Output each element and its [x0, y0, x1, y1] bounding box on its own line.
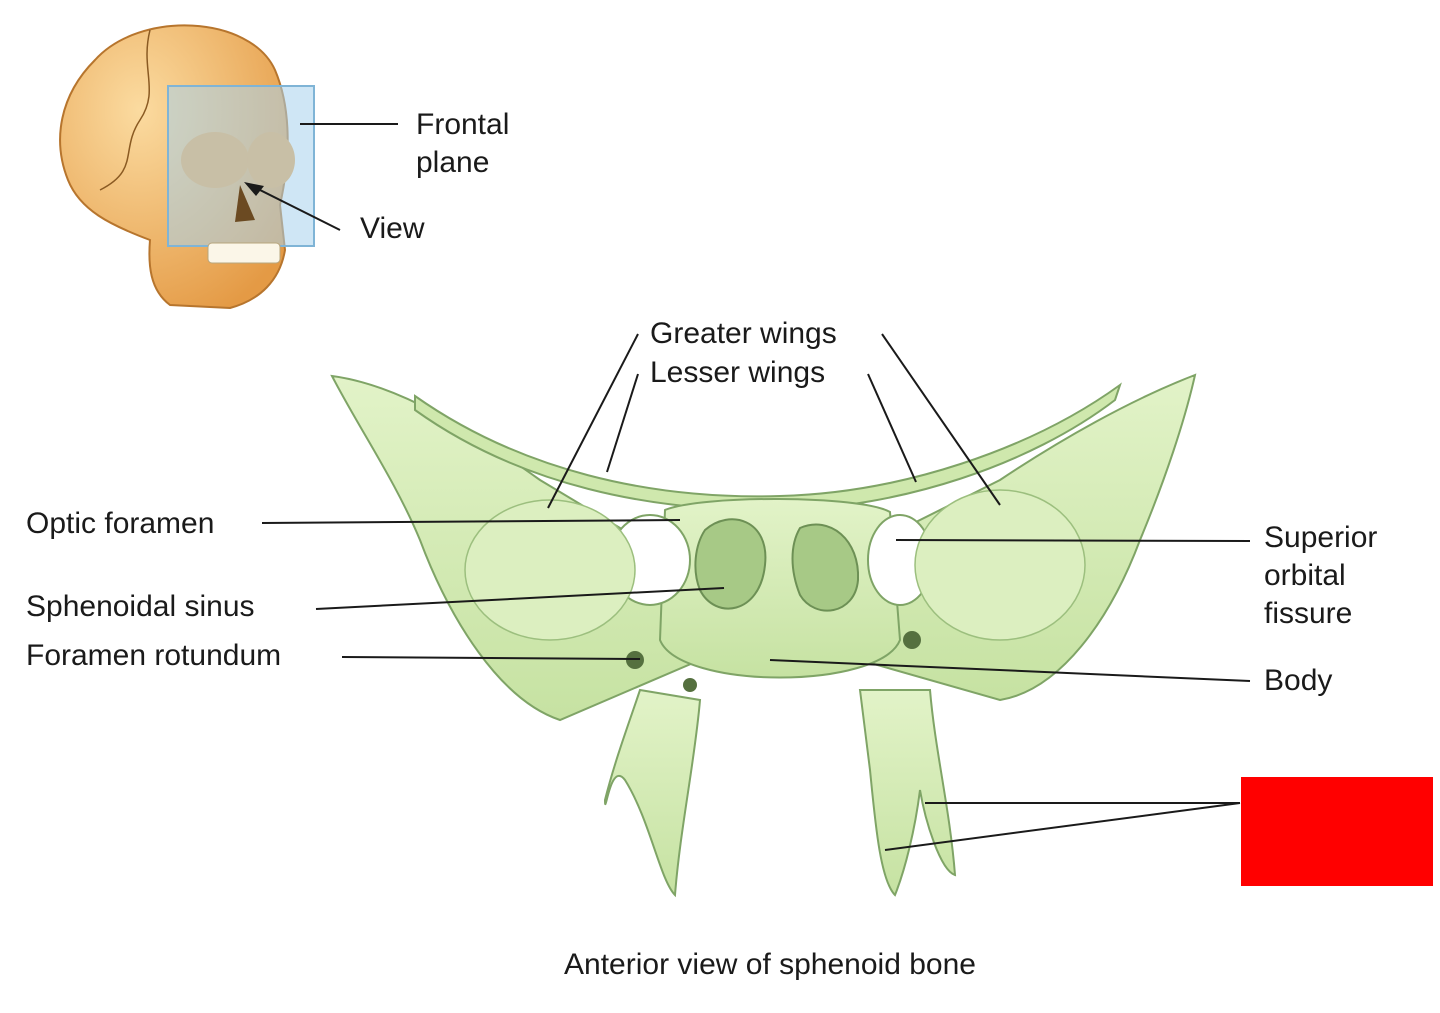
- leader-greater-wing-right: [881, 333, 1001, 506]
- leader-lines: [249, 123, 1251, 851]
- pterygoid-process-right: [858, 689, 957, 897]
- figure-caption: Anterior view of sphenoid bone: [564, 948, 976, 981]
- pterygoid-process-left: [603, 688, 702, 898]
- foramen-rotundum-left: [626, 651, 644, 669]
- orbital-surface-left: [464, 499, 636, 641]
- sphenoid-body: [658, 498, 902, 679]
- orbit-left: [181, 132, 249, 188]
- leader-body: [769, 659, 1251, 682]
- leader-foramen-rotundum: [341, 656, 641, 660]
- pterygoid-canal-left: [683, 678, 697, 692]
- nasal-cavity: [235, 185, 255, 222]
- view-arrowhead: [244, 182, 264, 196]
- leader-superior-orbital-fissure: [895, 539, 1251, 542]
- sphenoid-bone: [330, 373, 1197, 898]
- leader-lesser-wing-right: [867, 373, 917, 483]
- foramen-rotundum-right: [903, 631, 921, 649]
- label-lesser-wings: Lesser wings: [650, 356, 826, 389]
- lesser-wings: [414, 382, 1122, 512]
- sinus-right: [791, 523, 860, 612]
- label-frontal-plane: Frontal plane: [416, 108, 510, 179]
- orbit-right: [247, 132, 295, 188]
- skull-inset-illustration: [59, 24, 315, 310]
- leader-lesser-wing-left: [606, 373, 639, 473]
- cranial-suture: [99, 29, 151, 191]
- label-greater-wings: Greater wings: [650, 317, 837, 350]
- leader-greater-wing-left: [547, 333, 639, 509]
- hidden-label-box: [1241, 777, 1433, 886]
- label-body: Body: [1264, 664, 1333, 697]
- leader-box-lower: [884, 802, 1241, 851]
- label-sphenoidal-sinus: Sphenoidal sinus: [26, 590, 255, 623]
- label-optic-foramen: Optic foramen: [26, 507, 215, 540]
- label-view: View: [360, 212, 425, 245]
- teeth: [207, 242, 281, 264]
- sinus-left: [694, 518, 767, 610]
- orbital-surface-right: [914, 489, 1086, 641]
- label-superior-orbital-fissure: Superior orbital fissure: [1264, 521, 1378, 630]
- leader-sphenoidal-sinus: [315, 587, 725, 610]
- label-foramen-rotundum: Foramen rotundum: [26, 639, 282, 672]
- leader-view: [249, 184, 341, 231]
- leader-optic-foramen: [261, 519, 681, 524]
